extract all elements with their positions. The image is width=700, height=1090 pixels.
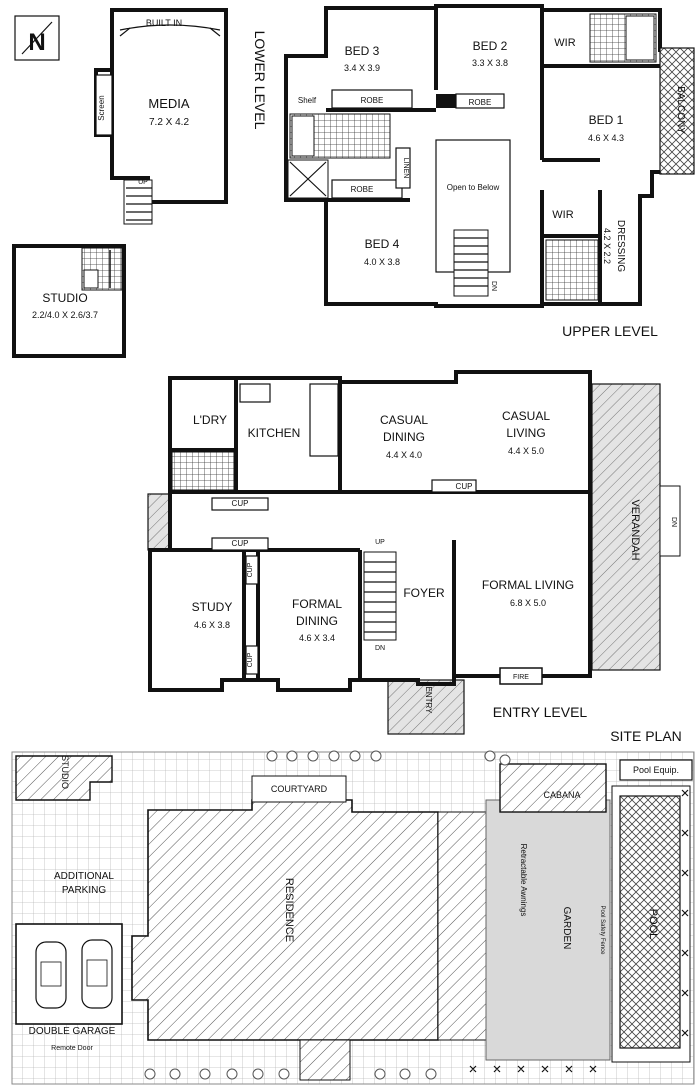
entry-level-plan <box>147 370 681 735</box>
fire-label: FIRE <box>513 674 529 681</box>
media-room <box>94 8 228 225</box>
remote-door-label: Remote Door <box>51 1045 93 1052</box>
foyer-label: FOYER <box>403 586 445 600</box>
entry-label: ENTRY <box>424 687 433 715</box>
additional-parking-line1: ADDITIONAL <box>54 871 114 882</box>
site-studio-label: STUDIO <box>60 755 70 789</box>
bed4-label: BED 4 <box>365 237 400 251</box>
linen-label: LINEN <box>402 158 409 179</box>
compass-letter: N <box>28 29 45 56</box>
car-icon <box>35 941 67 1009</box>
wir-label-bottom: WIR <box>552 209 573 221</box>
additional-parking-line2: PARKING <box>62 885 106 896</box>
media-up-label: UP <box>138 179 148 186</box>
open-below-label: Open to Below <box>447 183 500 192</box>
robe-label-bed2: ROBE <box>469 98 492 107</box>
retractable-awnings-label: Retractable Awnings <box>519 844 528 917</box>
foyer-up-label: UP <box>375 539 385 546</box>
cup-label-1: CUP <box>456 482 473 491</box>
screen-label: Screen <box>97 95 106 120</box>
studio-room <box>12 244 126 358</box>
car-icon <box>81 939 113 1009</box>
lower-level-title: LOWER LEVEL <box>252 31 268 130</box>
study-label: STUDY <box>192 600 233 614</box>
wir-label-top: WIR <box>554 37 575 49</box>
formal-living-label: FORMAL LIVING <box>482 578 574 592</box>
upper-dn-label: DN <box>490 281 497 291</box>
site-plan-title: SITE PLAN <box>610 728 682 744</box>
cup-label-4: CUP <box>247 562 254 577</box>
balcony-label: BALCONY <box>675 86 686 134</box>
pool-safety-fence-label: Pool Safety Fence <box>599 905 605 955</box>
formal-dining-line1: FORMAL <box>292 597 342 611</box>
verandah-dn-label: DN <box>670 517 677 527</box>
formal-dining-size: 4.6 X 3.4 <box>299 633 335 643</box>
formal-living-size: 6.8 X 5.0 <box>510 598 546 608</box>
built-in-label: BUILT IN <box>146 18 182 28</box>
media-label: MEDIA <box>148 96 190 111</box>
cabana-label: CABANA <box>543 790 580 800</box>
entry-level-title: ENTRY LEVEL <box>493 704 588 720</box>
residence-label: RESIDENCE <box>283 878 295 942</box>
garden-label: GARDEN <box>561 907 572 950</box>
dressing-label: DRESSING <box>615 220 626 272</box>
verandah-label: VERANDAH <box>629 499 641 560</box>
casual-dining-line2: DINING <box>383 430 425 444</box>
studio-label: STUDIO <box>42 291 87 305</box>
casual-dining-line1: CASUAL <box>380 413 428 427</box>
pool-equip-label: Pool Equip. <box>633 765 679 775</box>
pool-label: POOL <box>647 909 659 940</box>
compass-icon: N <box>14 15 60 61</box>
bed3-label: BED 3 <box>345 44 380 58</box>
dressing-size: 4.2 X 2.2 <box>602 228 612 264</box>
cup-label-2: CUP <box>232 499 249 508</box>
cup-label-3: CUP <box>232 539 249 548</box>
bed1-label: BED 1 <box>589 113 624 127</box>
cup-label-5: CUP <box>247 652 254 667</box>
study-size: 4.6 X 3.8 <box>194 620 230 630</box>
bed1-size: 4.6 X 4.3 <box>588 133 624 143</box>
casual-dining-size: 4.4 X 4.0 <box>386 450 422 460</box>
bed2-label: BED 2 <box>473 39 508 53</box>
robe-label-bed4: ROBE <box>351 185 374 194</box>
robe-label-bed3: ROBE <box>361 96 384 105</box>
casual-living-line2: LIVING <box>506 426 545 440</box>
shelf-label: Shelf <box>298 96 317 105</box>
media-size: 7.2 X 4.2 <box>149 117 189 128</box>
upper-level-title: UPPER LEVEL <box>562 323 658 339</box>
courtyard-label: COURTYARD <box>271 784 328 794</box>
bed2-size: 3.3 X 3.8 <box>472 58 508 68</box>
bed3-size: 3.4 X 3.9 <box>344 63 380 73</box>
laundry-label: L'DRY <box>193 413 227 427</box>
studio-size: 2.2/4.0 X 2.6/3.7 <box>32 310 98 320</box>
site-plan <box>11 750 695 1085</box>
formal-dining-line2: DINING <box>296 614 338 628</box>
kitchen-label: KITCHEN <box>248 426 301 440</box>
upper-level-plan <box>284 4 695 308</box>
foyer-dn-label: DN <box>375 645 385 652</box>
casual-living-line1: CASUAL <box>502 409 550 423</box>
bed4-size: 4.0 X 3.8 <box>364 257 400 267</box>
double-garage-label: DOUBLE GARAGE <box>29 1026 116 1037</box>
casual-living-size: 4.4 X 5.0 <box>508 446 544 456</box>
pool-fence <box>469 789 689 1073</box>
